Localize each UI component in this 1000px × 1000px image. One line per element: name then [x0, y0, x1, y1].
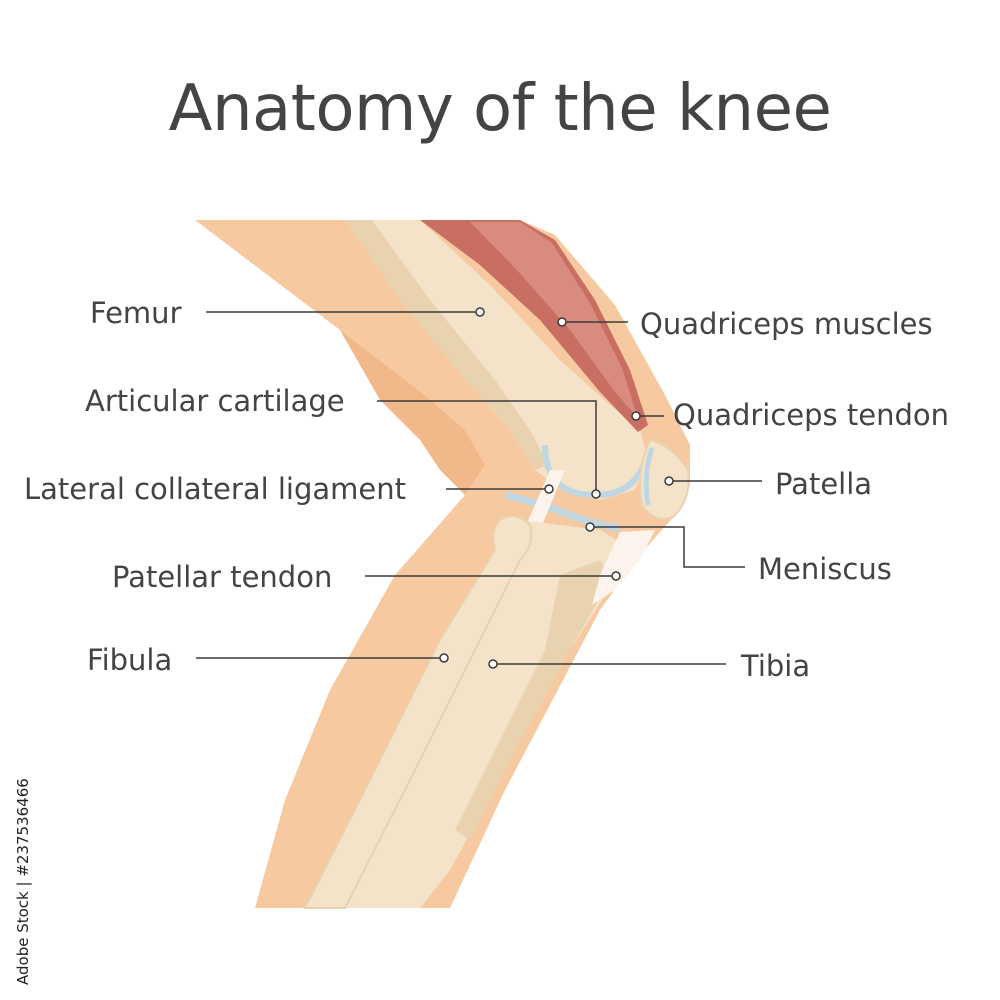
meniscus [504, 491, 621, 532]
label-articular-cartilage: Articular cartilage [85, 384, 345, 418]
label-patellar-tendon: Patellar tendon [112, 560, 332, 594]
label-lateral-collateral-ligament: Lateral collateral ligament [24, 472, 406, 506]
patellar-tendon-marker [611, 571, 621, 581]
label-fibula: Fibula [87, 643, 172, 677]
quadriceps-muscle [420, 220, 648, 432]
patella-marker [664, 476, 674, 486]
patella-bone [639, 438, 690, 520]
femur-condyle [547, 415, 643, 495]
femur-shade [345, 220, 548, 470]
quadriceps-muscle-highlight [470, 222, 638, 418]
label-patella: Patella [775, 467, 872, 501]
tibia-shade [455, 560, 610, 840]
lcl-marker [544, 484, 554, 494]
fibula-bone [303, 515, 533, 909]
label-quadriceps-tendon: Quadriceps tendon [673, 398, 949, 432]
tibia-marker [488, 659, 498, 669]
patellar-tendon [592, 530, 655, 605]
femur-marker [475, 307, 485, 317]
quadriceps-tendon-marker [631, 411, 641, 421]
meniscus-marker [585, 522, 595, 532]
diagram-title: Anatomy of the knee [168, 72, 832, 146]
articular-cartilage-leader [377, 400, 597, 493]
label-quadriceps-muscles: Quadriceps muscles [640, 307, 933, 341]
label-tibia: Tibia [740, 649, 810, 683]
patella-cartilage [643, 447, 655, 506]
articular-cartilage-marker [591, 489, 601, 499]
knee-crease-shade [340, 330, 485, 495]
lateral-collateral-ligament [525, 470, 565, 530]
meniscus-leader [590, 526, 745, 568]
quadriceps-muscles-marker [557, 317, 567, 327]
stock-id-watermark: Adobe Stock | #237536466 [14, 778, 32, 985]
fibula-marker [439, 653, 449, 663]
label-femur: Femur [90, 296, 182, 330]
label-meniscus: Meniscus [758, 552, 892, 586]
